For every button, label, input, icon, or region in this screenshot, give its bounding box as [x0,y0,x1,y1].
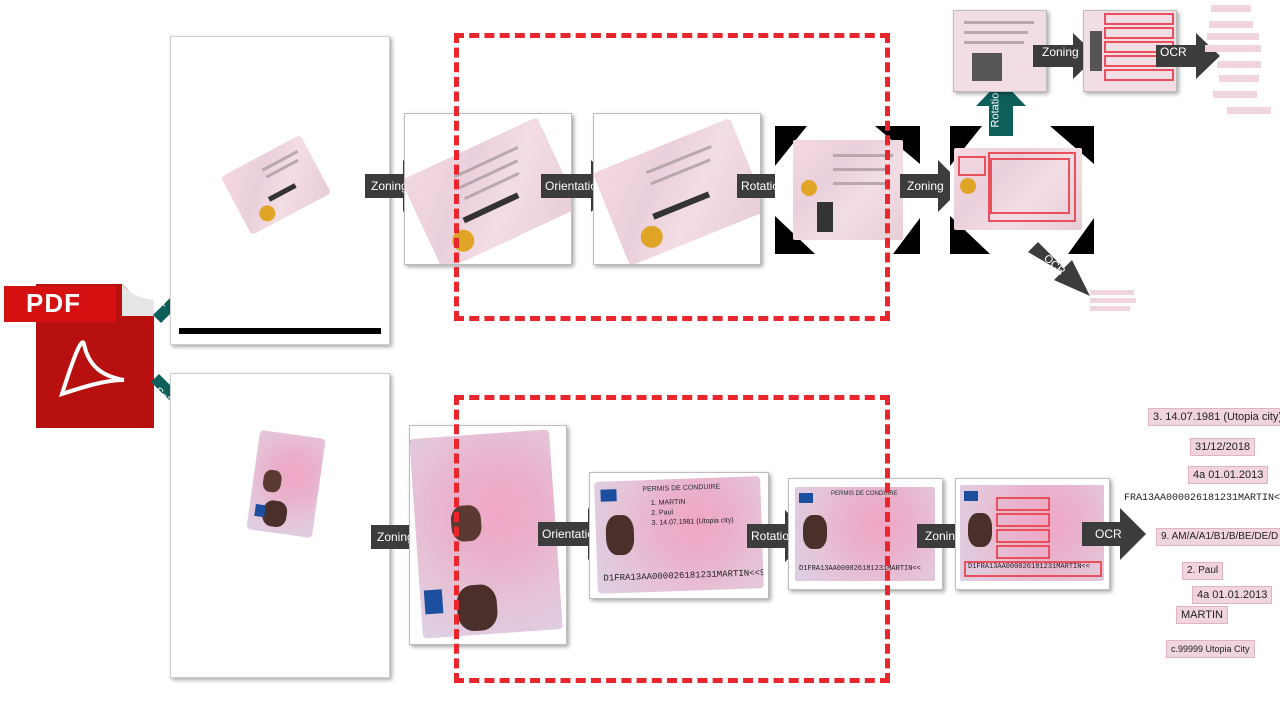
oriented-id-bottom: PERMIS DE CONDUIRE 1. MARTIN 2. Paul 3. … [589,472,769,599]
ocr-arrow-diagonal [1024,238,1094,298]
ocr-result-issue-1: 4a 01.01.2013 [1188,466,1269,484]
highlight-box-top [454,33,890,321]
ocr-arrow-top [1156,33,1220,79]
ocr-result-lastname: MARTIN [1176,606,1228,624]
ocr-arrow-bottom [1082,508,1146,560]
zoning-label-top: Zoning [371,179,408,193]
orientation-label-top: Orientation [545,179,604,193]
rotation-label-up: Rotation [989,86,1002,128]
ocr-result-mrz: FRA13AA000026181231MARTIN<< [1124,493,1280,504]
pdf-file-icon: PDF [4,276,154,432]
pdf-label: PDF [26,288,81,318]
ocr-chips-diagonal [1090,290,1138,314]
pdf-icon-graphic [4,284,154,428]
ocr-label-top: OCR [1160,45,1187,59]
orientation-label-bottom: Orientation [542,527,601,541]
ocr-result-firstname: 2. Paul [1182,562,1224,580]
id-card-skewed [246,429,326,539]
ocr-result-address: c.99999 Utopia City [1166,640,1255,658]
zoning-label-bottom-2: Zoning [925,529,962,543]
mrz-rotated: D1FRA13AA000026181231MARTIN<< [799,565,921,573]
mrz-zoned: D1FRA13AA000026181231MARTIN<< [968,563,1090,571]
ocr-label-bottom: OCR [1095,527,1122,541]
highlight-box-bottom [454,395,890,683]
rotation-label-bottom: Rotation [751,529,796,543]
rotation-arrow-up [976,80,1026,136]
ocr-chips-top-right [1205,5,1280,117]
zoning-label-top-2: Zoning [907,179,944,193]
rotated-card-title: PERMIS DE CONDUIRE [831,491,898,497]
zoning-arrow-top-3 [1033,33,1097,79]
license-card-skewed [220,134,332,236]
ocr-result-expiry: 31/12/2018 [1190,438,1256,456]
zoned-license-top [950,126,1094,254]
ocr-result-categories: 9. AM/A/A1/B1/B/BE/DE/D [1156,528,1280,546]
zoning-label-bottom: Zoning [377,530,414,544]
zoning-label-top-3: Zoning [1042,45,1079,59]
mrz-vertical: D1FRA13AA000026181231MARTIN<<9 [409,429,425,522]
ocr-result-issue-2: 4a 01.01.2013 [1192,586,1273,604]
rotation-label-top: Rotation [741,179,786,193]
page-1 [170,36,390,345]
zoning-arrow-top-2 [900,160,964,212]
ocr-result-birth: 3. 14.07.1981 (Utopia city) [1148,408,1280,426]
scan-border-bar [179,328,381,334]
page-2 [170,373,390,678]
small-scan-rotated [953,10,1047,92]
rotated-id-bottom: PERMIS DE CONDUIRE D1FRA13AA000026181231… [788,478,943,590]
